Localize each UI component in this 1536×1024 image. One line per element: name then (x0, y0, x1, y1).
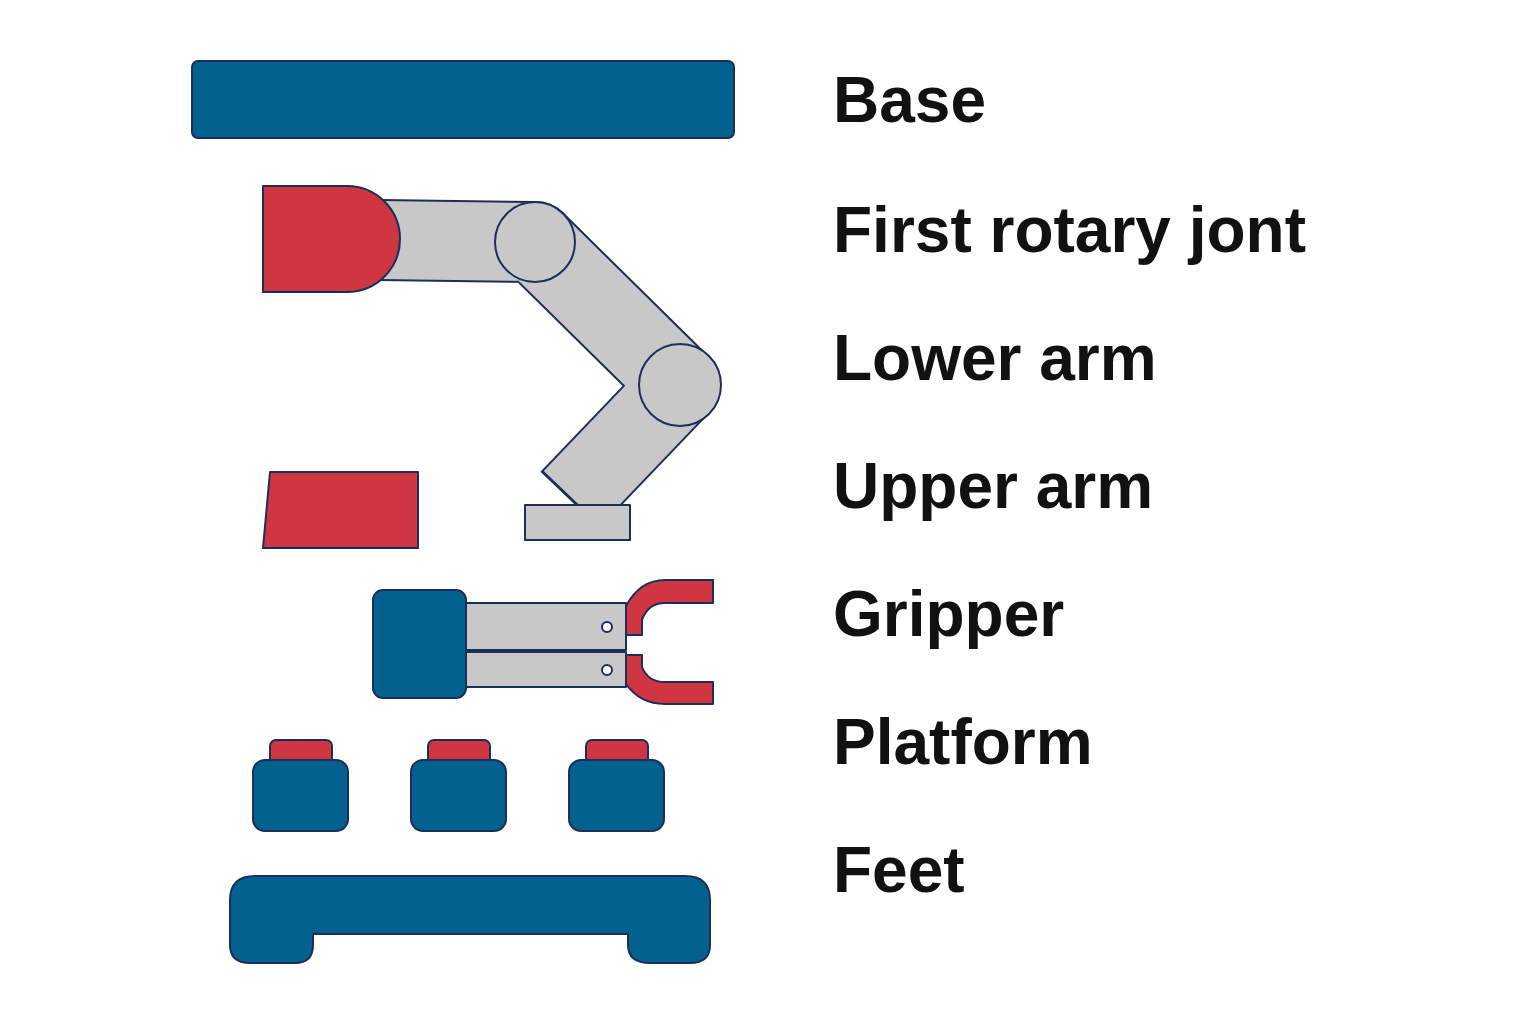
rotary-joint-part (263, 186, 400, 292)
part-label: Gripper (833, 582, 1064, 646)
part-label: Feet (833, 838, 965, 902)
part-label: Lower arm (833, 326, 1157, 390)
part-label: Upper arm (833, 454, 1153, 518)
part-label: Base (833, 68, 986, 132)
gripper-part (373, 580, 713, 704)
base-part (192, 61, 734, 138)
feet-part (230, 876, 710, 963)
part-label: First rotary jont (833, 198, 1306, 262)
platform-part (253, 740, 664, 831)
red-block-part (263, 472, 418, 548)
part-label: Platform (833, 710, 1093, 774)
arm-part (380, 202, 721, 540)
